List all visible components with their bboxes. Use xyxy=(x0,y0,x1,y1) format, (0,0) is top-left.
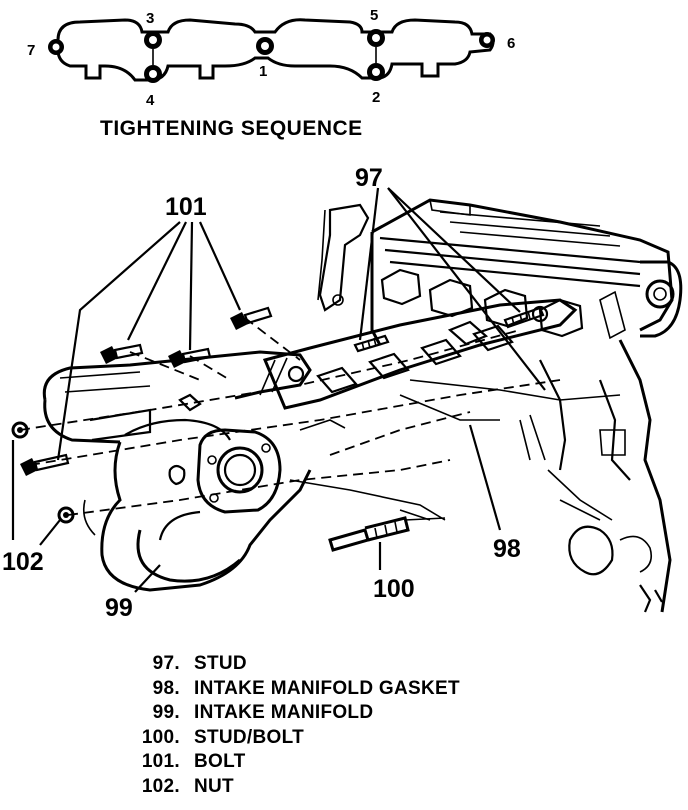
bolt-101-c xyxy=(230,306,273,330)
legend-row: 100. STUD/BOLT xyxy=(120,726,560,751)
leader-lines xyxy=(11,187,546,593)
legend-number: 100. xyxy=(141,726,180,748)
legend-row: 97. STUD xyxy=(120,652,560,677)
bolt-101-a xyxy=(100,343,144,364)
legend-label: STUD xyxy=(194,653,247,675)
intake-manifold xyxy=(42,350,346,592)
legend-label: INTAKE MANIFOLD xyxy=(194,702,374,724)
bolt-boss-7 xyxy=(48,39,64,55)
callout-97: 97 xyxy=(355,164,383,192)
alignment-lines xyxy=(19,317,561,521)
callout-98: 98 xyxy=(493,535,521,563)
callout-102: 102 xyxy=(2,548,44,576)
legend-row: 99. INTAKE MANIFOLD xyxy=(120,701,560,726)
parts-legend: 97. STUD 98. INTAKE MANIFOLD GASKET 99. … xyxy=(120,652,560,799)
nut-102-a xyxy=(11,421,29,439)
stud-97-b xyxy=(503,306,545,329)
callout-100: 100 xyxy=(373,575,415,603)
stud-bolt-100 xyxy=(328,516,446,552)
exploded-view-diagram: 1 2 3 4 5 6 7 TIGHTENING SEQUENCE xyxy=(2,7,683,622)
sequence-number-7: 7 xyxy=(27,42,35,59)
sequence-number-6: 6 xyxy=(507,35,515,52)
legend-label: NUT xyxy=(194,775,234,797)
legend-number: 101. xyxy=(141,751,180,773)
stud-97-a xyxy=(353,334,390,353)
sequence-title: TIGHTENING SEQUENCE xyxy=(100,117,363,140)
legend-number: 102. xyxy=(141,775,180,797)
legend-label: STUD/BOLT xyxy=(194,726,305,748)
tightening-sequence-diagram: 1 2 3 4 5 6 7 TIGHTENING SEQUENCE xyxy=(27,7,515,140)
legend-number: 97. xyxy=(152,653,180,675)
bolt-boss-3 xyxy=(144,31,162,49)
bolt-boss-1 xyxy=(256,37,274,55)
sequence-number-5: 5 xyxy=(370,7,378,24)
legend-label: INTAKE MANIFOLD GASKET xyxy=(194,677,460,699)
legend-number: 98. xyxy=(152,677,180,699)
legend-row: 102. NUT xyxy=(120,775,560,800)
sequence-number-4: 4 xyxy=(146,92,155,109)
nut-102-b xyxy=(57,506,75,524)
legend-number: 99. xyxy=(152,702,180,724)
legend-row: 101. BOLT xyxy=(120,750,560,775)
callout-101: 101 xyxy=(165,193,207,221)
bolt-boss-5 xyxy=(367,29,385,47)
bolt-101-b xyxy=(168,347,212,368)
intake-manifold-gasket xyxy=(262,298,621,421)
legend-label: BOLT xyxy=(194,751,246,773)
sequence-number-2: 2 xyxy=(372,89,380,106)
engine-block xyxy=(317,198,683,613)
bolt-boss-6 xyxy=(479,32,495,48)
legend-row: 98. INTAKE MANIFOLD GASKET xyxy=(120,677,560,702)
sequence-gasket-outline xyxy=(56,18,495,82)
sequence-number-1: 1 xyxy=(259,63,267,80)
bolt-boss-2 xyxy=(367,63,385,81)
callout-99: 99 xyxy=(105,594,133,622)
bolt-boss-4 xyxy=(144,65,162,83)
sequence-number-3: 3 xyxy=(146,10,154,27)
bolt-101-d xyxy=(20,453,70,476)
